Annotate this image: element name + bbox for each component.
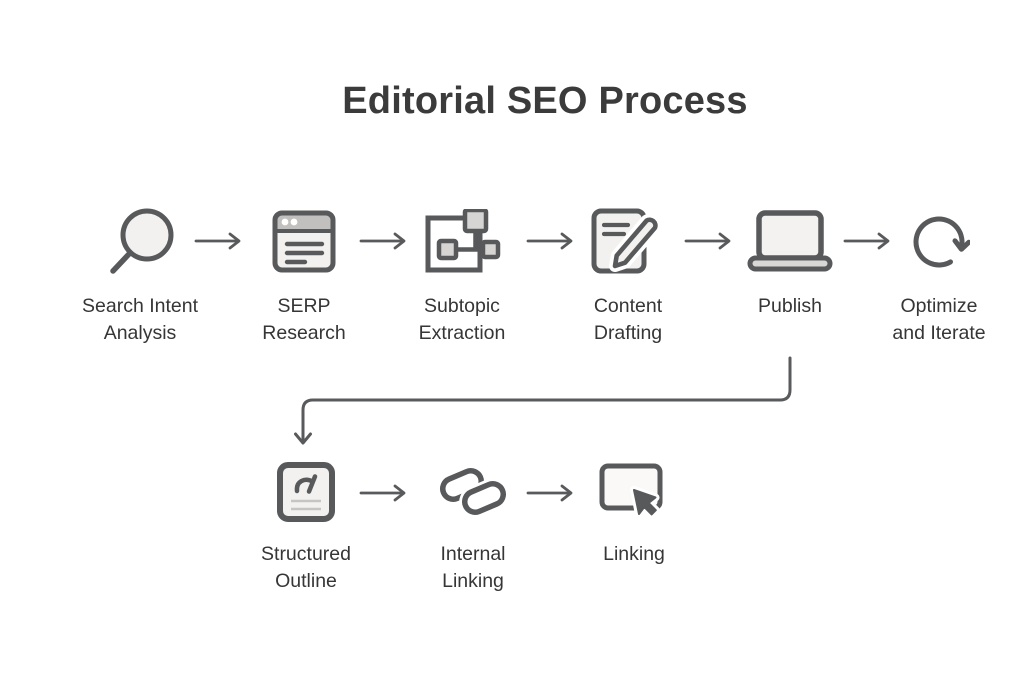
step-label: Structured Outline <box>261 543 351 592</box>
refresh-cycle-icon <box>908 202 970 282</box>
step-label: Linking <box>603 543 665 565</box>
step-optimize-and-iterate: Optimize and Iterate <box>851 202 1024 347</box>
flow-arrow-icon <box>843 232 890 250</box>
flow-arrow-icon <box>194 232 241 250</box>
step-label: Optimize and Iterate <box>892 295 986 344</box>
page-title: Editorial SEO Process <box>342 80 748 122</box>
step-subtopic-extraction: Subtopic Extraction <box>374 202 550 347</box>
flow-arrow-icon <box>526 484 573 502</box>
document-pencil-icon <box>591 202 665 282</box>
branch-connector-arrow <box>294 356 792 445</box>
step-internal-linking: Internal Linking <box>385 454 561 595</box>
step-label: Search Intent Analysis <box>82 295 198 344</box>
step-content-drafting: Content Drafting <box>540 202 716 347</box>
step-publish: Publish <box>702 202 878 320</box>
step-label: Subtopic Extraction <box>418 295 506 344</box>
step-structured-outline: Structured Outline <box>218 454 394 595</box>
step-label: Internal Linking <box>440 543 506 592</box>
flow-arrow-icon <box>359 484 406 502</box>
outline-document-icon <box>276 454 336 530</box>
flow-arrow-icon <box>684 232 731 250</box>
step-linking: Linking <box>546 454 722 568</box>
cursor-click-box-icon <box>599 454 669 530</box>
flow-arrow-icon <box>526 232 573 250</box>
search-magnifier-icon <box>104 202 176 282</box>
step-label: Content Drafting <box>593 295 663 344</box>
sitemap-nodes-icon <box>423 202 501 282</box>
laptop-icon <box>747 202 833 282</box>
browser-window-icon <box>272 202 336 282</box>
chain-links-icon <box>432 454 514 530</box>
step-serp-research: SERP Research <box>216 202 392 347</box>
flow-arrow-icon <box>359 232 406 250</box>
step-search-intent-analysis: Search Intent Analysis <box>52 202 228 347</box>
step-label: Publish <box>758 295 822 317</box>
step-label: SERP Research <box>262 295 346 344</box>
